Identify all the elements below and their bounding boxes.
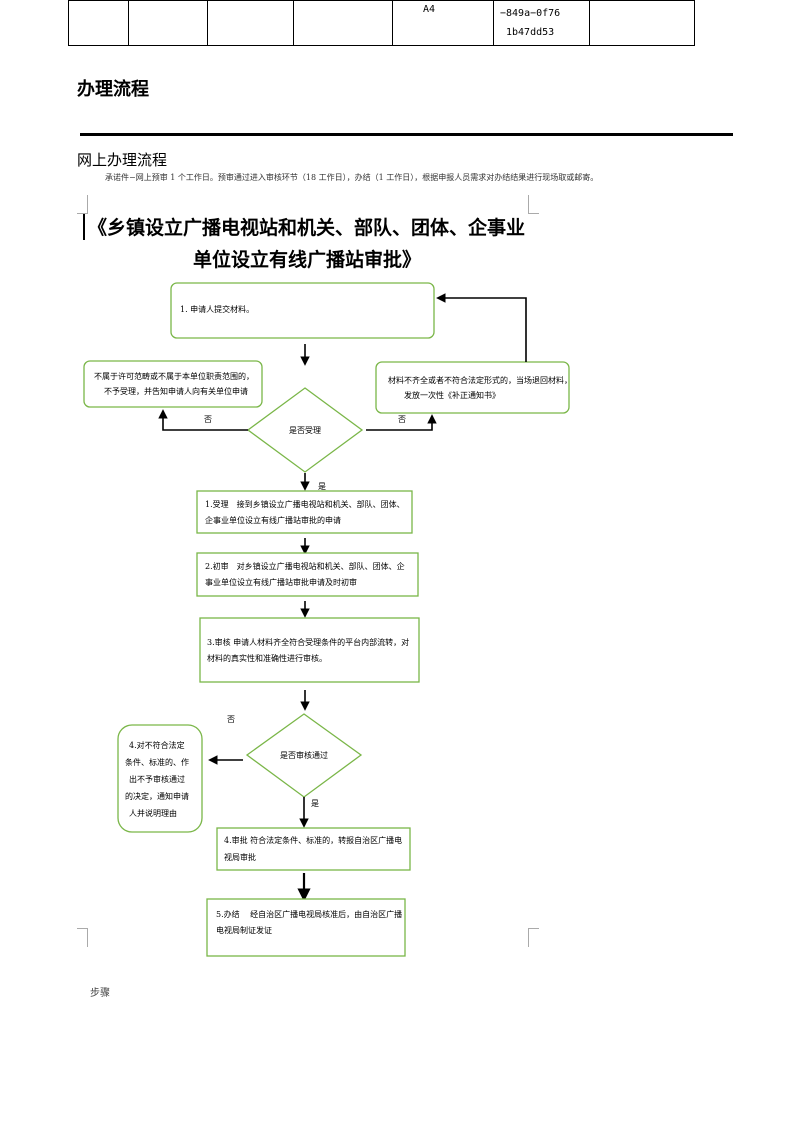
arrow-no-right — [366, 414, 437, 431]
divider — [80, 133, 733, 136]
box-reject-left-text-1: 不属于许可范畴或不属于本单位职责范围的， — [94, 371, 254, 381]
flowchart-title-line1: 《乡镇设立广播电视站和机关、部队、团体、企事业 — [88, 216, 525, 239]
steps-heading: 步骤 — [90, 988, 110, 999]
arrow-no-left — [158, 409, 248, 431]
box-pretrial-text-1: 2.初审 对乡镇设立广播电视站和机关、部队、团体、企 — [205, 561, 405, 571]
box-approve — [216, 827, 411, 871]
subtitle: 网上办理流程 — [77, 151, 168, 169]
box-reject-left-text-2: 不予受理，并告知申请人向有关单位申请 — [104, 386, 248, 396]
diamond-accept — [246, 387, 364, 473]
crop-mark-tr — [528, 195, 539, 214]
box-accept-text-2: 企事业单位设立有线广播站审批的申请 — [205, 515, 341, 525]
section-title: 办理流程 — [77, 79, 149, 100]
box-finish-text-1: 5.办结 经自治区广播电视局核准后，由自治区广播 — [216, 909, 402, 919]
table-cell-paper-size: A4 — [392, 0, 494, 46]
label-yes-1: 是 — [318, 482, 326, 491]
diamond-accept-text: 是否受理 — [289, 425, 321, 435]
diamond-review-text: 是否审核通过 — [280, 750, 328, 760]
box-not-pass-text-4: 的决定，通知申请 — [125, 791, 189, 801]
box-not-pass — [117, 724, 203, 833]
table-cell — [68, 0, 129, 46]
label-no-2: 否 — [227, 715, 235, 724]
box-not-pass-text-3: 出不予审核通过 — [129, 774, 185, 784]
box-reject-right — [375, 361, 570, 414]
box-pretrial — [196, 552, 419, 597]
id-line-1: −849a−0f76 — [500, 8, 561, 19]
box-submit — [170, 282, 435, 339]
box-reject-right-text-1: 材料不齐全或者不符合法定形式的，当场退回材料， — [388, 375, 572, 385]
id-line-2: 1b47dd53 — [506, 27, 555, 38]
box-accept — [196, 490, 413, 534]
process-note: 承诺件−网上预审 1 个工作日。预审通过进入审核环节（18 工作日），办结（1 … — [105, 173, 599, 182]
table-cell — [589, 0, 695, 46]
box-reject-right-text-2: 发放一次性《补正通知书》 — [404, 390, 500, 400]
table-cell — [128, 0, 208, 46]
box-pretrial-text-2: 事业单位设立有线广播站审批申请及时初审 — [205, 577, 357, 587]
header-table: A4 −849a−0f76 1b47dd53 — [68, 0, 695, 46]
crop-mark-tl — [77, 195, 88, 214]
box-accept-text-1: 1.受理 接到乡镇设立广播电视站和机关、部队、团体、 — [205, 499, 405, 509]
paper-size-text: A4 — [423, 4, 436, 15]
label-yes-2: 是 — [311, 799, 319, 808]
box-approve-text-2: 视局审批 — [224, 852, 256, 862]
box-review — [199, 617, 420, 683]
table-cell — [207, 0, 294, 46]
label-no-right: 否 — [398, 415, 406, 424]
box-not-pass-text-5: 人并说明理由 — [129, 808, 177, 818]
box-review-text-2: 材料的真实性和准确性进行审核。 — [207, 653, 327, 663]
arrow-return — [436, 293, 527, 362]
box-not-pass-text-1: 4.对不符合法定 — [129, 740, 185, 750]
box-submit-text: 1. 申请人提交材料。 — [180, 304, 254, 314]
table-cell-id: −849a−0f76 1b47dd53 — [493, 0, 590, 46]
crop-mark-bl — [77, 928, 88, 947]
box-finish — [206, 898, 406, 957]
box-reject-left — [83, 360, 263, 408]
box-not-pass-text-2: 条件、标准的、作 — [125, 757, 189, 767]
label-no-left: 否 — [204, 415, 212, 424]
box-finish-text-2: 电视局制证发证 — [216, 925, 272, 935]
flowchart-title-line2: 单位设立有线广播站审批》 — [193, 248, 421, 271]
box-approve-text-1: 4.审批 符合法定条件、标准的，转报自治区广播电 — [224, 835, 402, 845]
box-review-text-1: 3.审核 申请人材料齐全符合受理条件的平台内部流转，对 — [207, 637, 409, 647]
crop-mark-br — [528, 928, 539, 947]
